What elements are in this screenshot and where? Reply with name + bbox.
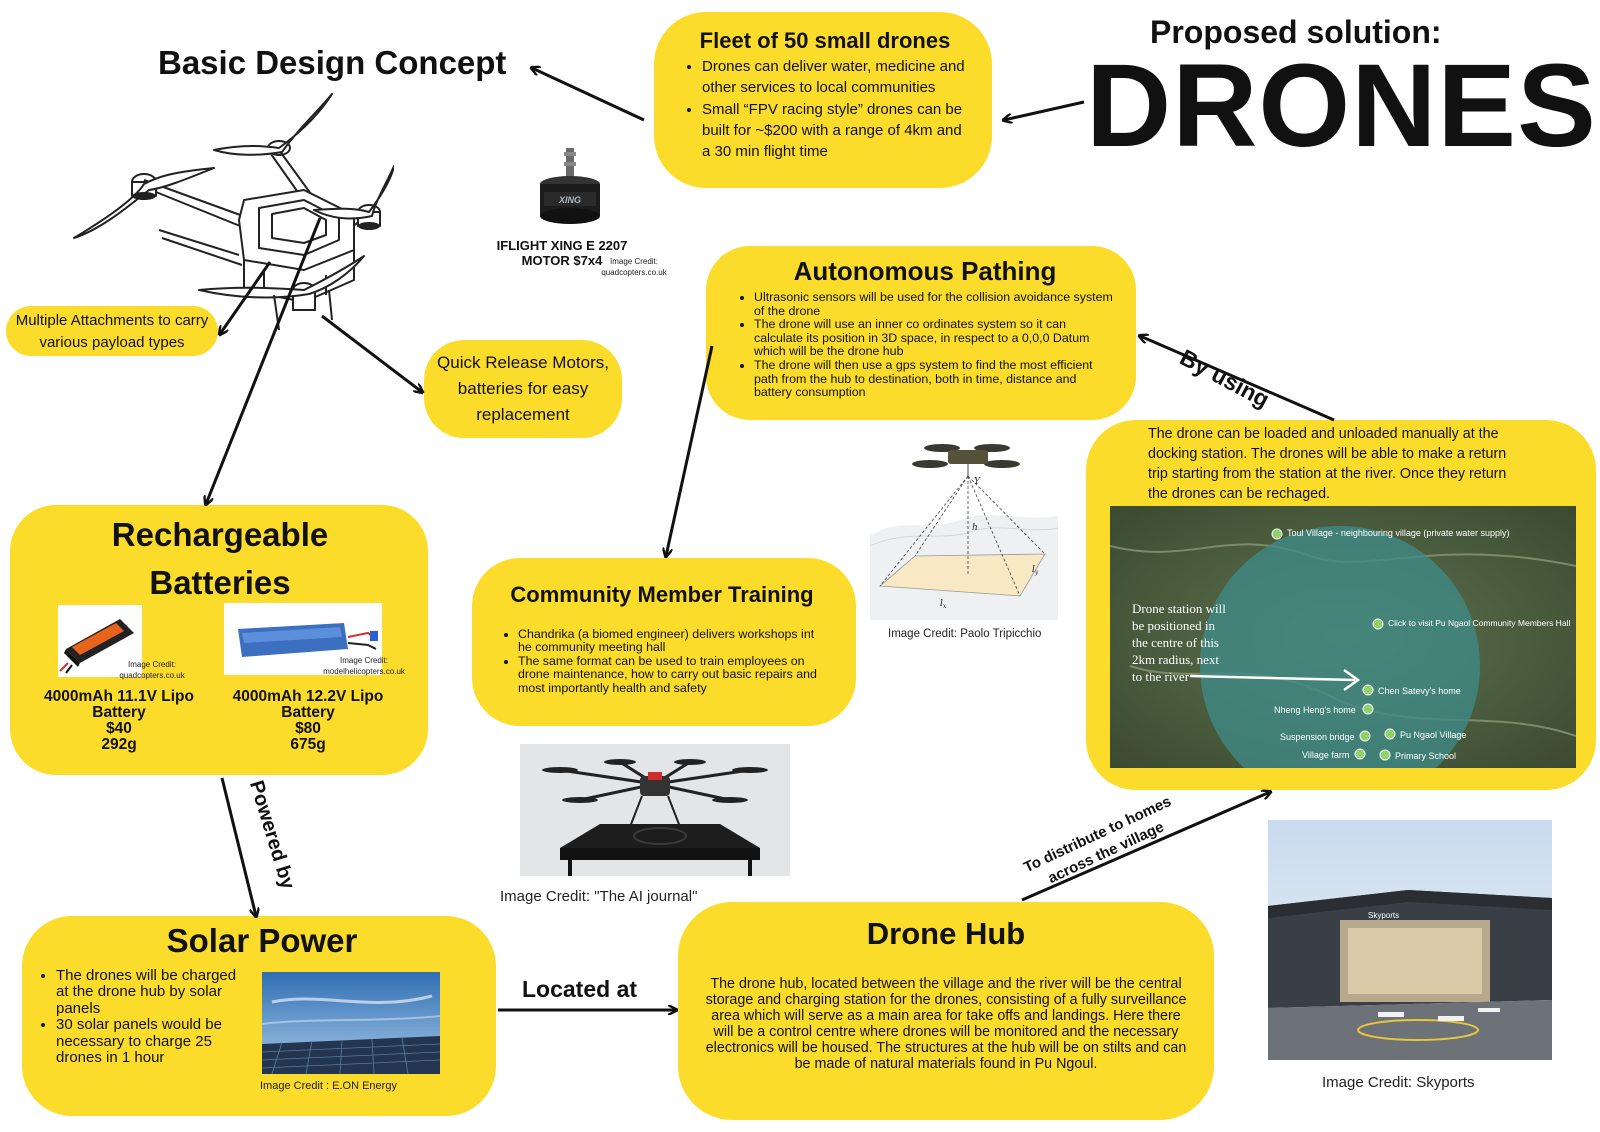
arrow-fleet-to-concept bbox=[532, 68, 645, 122]
map-place-label: Nheng Heng's home bbox=[1274, 705, 1356, 715]
battery-credit: Image Credit: modelhelicopters.co.uk bbox=[316, 655, 412, 677]
motor-credit: Image Credit: quadcopters.co.uk bbox=[594, 256, 674, 278]
training-title: Community Member Training bbox=[510, 582, 814, 607]
motor-label: IFLIGHT XING E 2207 MOTOR $7x4 bbox=[496, 238, 628, 268]
quick-release-text: Quick Release Motors, batteries for easy… bbox=[437, 353, 609, 424]
fleet-point: Drones can deliver water, medicine and o… bbox=[702, 56, 966, 98]
map-place-label: Click to visit Pu Ngaol Community Member… bbox=[1388, 618, 1570, 628]
by-using-label: By using bbox=[1175, 344, 1274, 413]
map-station-note: Drone station will be positioned in the … bbox=[1132, 601, 1226, 684]
proposed-solution-label: Proposed solution: bbox=[1150, 14, 1442, 50]
battery-credit: Image Credit: quadcopters.co.uk bbox=[106, 659, 198, 681]
motor-brand-text: XING bbox=[558, 195, 581, 205]
drone-hub-title: Drone Hub bbox=[866, 916, 1026, 951]
diagram-ly-label: l bbox=[1032, 565, 1035, 575]
fleet-title: Fleet of 50 small drones bbox=[699, 28, 951, 53]
diagram-y-label: Y bbox=[974, 477, 981, 487]
attachments-box: Multiple Attachments to carry various pa… bbox=[6, 306, 218, 356]
diagram-ly-subscript: y bbox=[1034, 569, 1039, 576]
solar-point: 30 solar panels would be necessary to ch… bbox=[56, 1016, 252, 1066]
battery-weight: 675g bbox=[290, 736, 326, 753]
battery-name: 4000mAh 12.2V Lipo Battery bbox=[232, 688, 384, 721]
motor-photo: XING bbox=[534, 148, 606, 228]
drone-hub-text: The drone hub, located between the villa… bbox=[705, 976, 1187, 1072]
solar-point: The drones will be charged at the drone … bbox=[56, 967, 252, 1017]
battery-price: $80 bbox=[295, 720, 321, 737]
map-place-label: Primary School bbox=[1395, 751, 1456, 761]
batteries-title: Rechargeable Batteries bbox=[111, 516, 329, 601]
map-place-label: Suspension bridge bbox=[1280, 732, 1355, 742]
map-place-label: Village farm bbox=[1302, 750, 1349, 760]
map-place-label: Toul Village - neighbouring village (pri… bbox=[1287, 528, 1509, 538]
drone-coordinate-diagram: Y h ly lx bbox=[870, 436, 1058, 620]
battery-credit-line: quadcopters.co.uk bbox=[119, 671, 185, 680]
battery-price: $40 bbox=[106, 720, 132, 737]
svg-text:lx: lx bbox=[940, 599, 947, 610]
paolo-credit: Image Credit: Paolo Tripicchio bbox=[888, 628, 1042, 640]
distribute-label: To distribute to homes across the villag… bbox=[1021, 792, 1174, 888]
battery-name: 4000mAh 11.1V Lipo Battery bbox=[44, 688, 194, 721]
fleet-box: Fleet of 50 small drones Drones can deli… bbox=[654, 12, 992, 188]
attachments-text: Multiple Attachments to carry various pa… bbox=[15, 312, 209, 351]
eon-credit: Image Credit : E.ON Energy bbox=[260, 1080, 397, 1092]
battery-spec: 4000mAh 12.2V Lipo Battery $80 675g bbox=[224, 689, 392, 753]
skyports-hangar-photo: Skyports bbox=[1268, 820, 1552, 1060]
battery-photo bbox=[224, 603, 382, 675]
training-point: The same format can be used to train emp… bbox=[518, 654, 828, 695]
ai-journal-credit: Image Credit: "The AI journal" bbox=[500, 888, 698, 905]
svg-text:ly: ly bbox=[1032, 565, 1039, 576]
battery-photo bbox=[58, 605, 142, 677]
design-concept-heading: Basic Design Concept bbox=[158, 44, 507, 81]
autonomous-point: Ultrasonic sensors will be used for the … bbox=[754, 290, 1114, 318]
diagram-lx-label: l bbox=[940, 599, 943, 609]
fleet-point: Small “FPV racing style” drones can be b… bbox=[702, 99, 966, 162]
powered-by-label: Powered by bbox=[244, 778, 299, 892]
page-title: DRONES bbox=[1086, 40, 1597, 172]
autonomous-point: The drone will then use a gps system to … bbox=[754, 358, 1114, 400]
docking-station-box: The drone can be loaded and unloaded man… bbox=[1086, 420, 1596, 790]
batteries-box: Rechargeable Batteries Image Credit: qua… bbox=[10, 505, 428, 775]
training-point: Chandrika (a biomed engineer) delivers w… bbox=[518, 627, 828, 655]
drone-hub-box: Drone Hub The drone hub, located between… bbox=[678, 902, 1214, 1120]
village-map: Toul Village - neighbouring village (pri… bbox=[1110, 506, 1576, 768]
diagram-h-label: h bbox=[972, 523, 978, 533]
battery-credit-line: modelhelicopters.co.uk bbox=[323, 667, 405, 676]
solar-panel-photo bbox=[262, 972, 440, 1074]
solar-title: Solar Power bbox=[166, 922, 358, 959]
autonomous-point: The drone will use an inner co ordinates… bbox=[754, 317, 1114, 359]
battery-spec: 4000mAh 11.1V Lipo Battery $40 292g bbox=[34, 689, 204, 753]
map-place-label: Chen Satevy's home bbox=[1378, 686, 1461, 696]
battery-weight: 292g bbox=[101, 736, 137, 753]
arrow-title-to-fleet bbox=[1004, 100, 1085, 120]
battery-credit-line: Image Credit: bbox=[339, 656, 389, 665]
skyports-credit: Image Credit: Skyports bbox=[1322, 1074, 1475, 1091]
skyports-sign-text: Skyports bbox=[1368, 911, 1399, 920]
training-box: Community Member Training Chandrika (a b… bbox=[472, 558, 856, 726]
map-place-label: Pu Ngaol Village bbox=[1400, 730, 1466, 740]
autonomous-pathing-box: Autonomous Pathing Ultrasonic sensors wi… bbox=[706, 246, 1136, 420]
hexacopter-photo bbox=[520, 744, 790, 876]
battery-credit-line: Image Credit: bbox=[127, 660, 177, 669]
solar-power-box: Solar Power The drones will be charged a… bbox=[22, 916, 496, 1116]
motor-credit-line: Image Credit: bbox=[609, 257, 659, 266]
located-at-label: Located at bbox=[522, 976, 638, 1002]
quick-release-box: Quick Release Motors, batteries for easy… bbox=[424, 340, 622, 438]
motor-credit-line: quadcopters.co.uk bbox=[601, 268, 667, 277]
diagram-lx-subscript: x bbox=[943, 603, 947, 610]
docking-text: The drone can be loaded and unloaded man… bbox=[1148, 426, 1507, 502]
autonomous-pathing-title: Autonomous Pathing bbox=[793, 256, 1057, 286]
